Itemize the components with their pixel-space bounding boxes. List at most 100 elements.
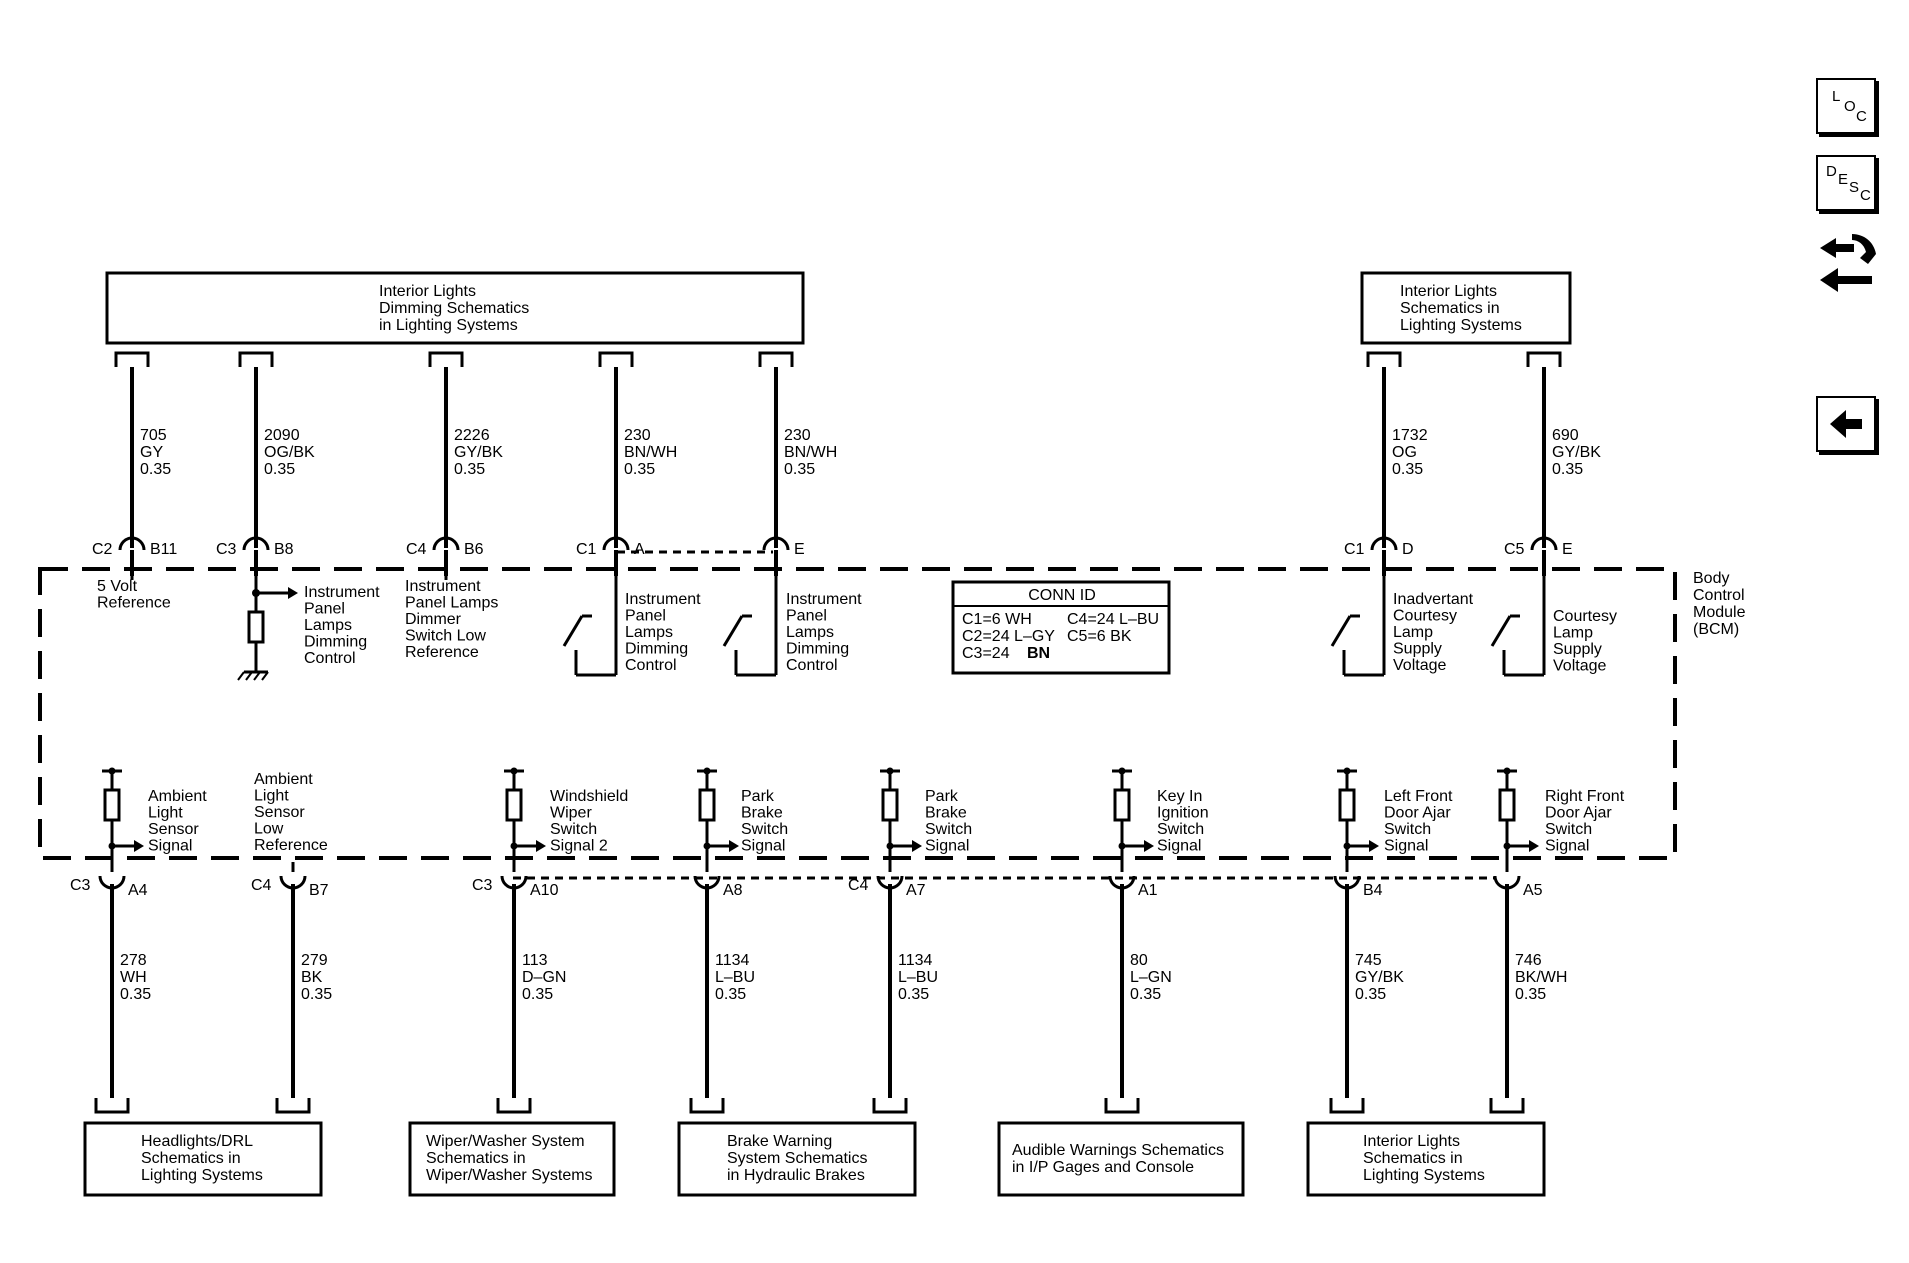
top-terminal <box>238 351 274 367</box>
bottom-internal-label: Signal <box>925 838 969 855</box>
bottom-pin-id: B4 <box>1363 882 1383 899</box>
bottom-pin-id: A8 <box>723 882 743 899</box>
bottom-box-label: Schematics in <box>1363 1150 1463 1167</box>
top-pin-id: E <box>794 541 805 558</box>
bottom-reference-box <box>408 1121 616 1197</box>
bottom-wire-circuit: 278 <box>120 952 147 969</box>
top-internal-label: Supply <box>1393 641 1442 658</box>
top-box-label: Interior Lights <box>379 283 476 300</box>
bottom-terminal <box>94 1098 130 1114</box>
bottom-wire-color: GY/BK <box>1355 969 1404 986</box>
bottom-box-label: Brake Warning <box>727 1133 832 1150</box>
desc-button[interactable]: D E S C <box>1816 155 1876 211</box>
top-connector-id: C1 <box>576 541 597 558</box>
top-internal-label: Lamps <box>786 624 834 641</box>
top-terminal <box>1366 351 1402 367</box>
top-wire-color: GY <box>140 444 163 461</box>
loc-button[interactable]: L O C <box>1816 78 1876 134</box>
bottom-reference-box <box>83 1121 323 1197</box>
top-pin-connector <box>1370 536 1398 551</box>
bottom-internal-label: Switch <box>550 821 597 838</box>
top-pin-connector <box>118 536 146 551</box>
top-pin-connector <box>242 536 270 551</box>
loc-letter-3: C <box>1856 108 1867 125</box>
bottom-wire-gauge: 0.35 <box>522 986 553 1003</box>
back-arrow-icon <box>1830 410 1862 438</box>
bottom-internal-label: Low <box>254 821 284 838</box>
pullup-resistor <box>698 788 716 822</box>
ground-hatch <box>237 671 245 681</box>
desc-letter-4: C <box>1860 187 1871 204</box>
top-wire-color: GY/BK <box>1552 444 1601 461</box>
input-arrow-head <box>1144 840 1154 852</box>
top-internal-label: 5 Volt <box>97 578 138 595</box>
top-pin-id: A <box>634 541 645 558</box>
conn-id-entry: C5=6 BK <box>1067 628 1132 645</box>
bottom-pin-id: B7 <box>309 882 329 899</box>
top-connector-id: C4 <box>406 541 427 558</box>
top-internal-label: Courtesy <box>1553 608 1617 625</box>
top-internal-label: Panel <box>304 601 345 618</box>
bottom-pin-id: A10 <box>530 882 559 899</box>
top-wire-gauge: 0.35 <box>454 461 485 478</box>
top-internal-label: Reference <box>97 595 171 612</box>
back-button[interactable] <box>1816 396 1876 452</box>
bcm-module-label: Module <box>1693 604 1746 621</box>
bottom-box-label: Audible Warnings Schematics <box>1012 1142 1224 1159</box>
wrench-arrows-icon[interactable] <box>1814 228 1880 300</box>
top-wire-circuit: 705 <box>140 427 167 444</box>
top-connector-id: C2 <box>92 541 113 558</box>
bottom-internal-label: Signal <box>1384 838 1428 855</box>
top-box-label: Lighting Systems <box>1400 317 1522 334</box>
top-internal-label: Voltage <box>1393 657 1446 674</box>
conn-id-entry: C4=24 L–BU <box>1067 611 1159 628</box>
bottom-internal-label: Signal <box>1545 838 1589 855</box>
top-pin-id: D <box>1402 541 1414 558</box>
top-wire-color: BN/WH <box>624 444 677 461</box>
bottom-internal-label: Switch <box>1157 821 1204 838</box>
top-internal-label: Dimming <box>304 634 367 651</box>
bottom-box-label: in I/P Gages and Console <box>1012 1159 1194 1176</box>
top-internal-label: Panel Lamps <box>405 595 498 612</box>
bottom-reference-box <box>1306 1121 1546 1197</box>
bottom-pin-id: A4 <box>128 882 148 899</box>
top-pin-connector <box>762 536 790 551</box>
input-arrow-head <box>536 840 546 852</box>
conn-id-title: CONN ID <box>1028 587 1096 604</box>
bottom-pin-id: A5 <box>1523 882 1543 899</box>
top-wire-gauge: 0.35 <box>624 461 655 478</box>
top-pin-id: B8 <box>274 541 294 558</box>
top-internal-label: Inadvertant <box>1393 591 1474 608</box>
desc-letter-3: S <box>1849 179 1860 196</box>
top-wire-color: BN/WH <box>784 444 837 461</box>
top-pin-connector <box>432 536 460 551</box>
top-wire-color: OG/BK <box>264 444 315 461</box>
conn-id-entry: C2=24 L–GY <box>962 628 1055 645</box>
bottom-box-label: Schematics in <box>426 1150 526 1167</box>
bottom-internal-label: Reference <box>254 837 328 854</box>
top-pin-id: E <box>1562 541 1573 558</box>
bottom-terminal <box>1329 1098 1365 1114</box>
top-internal-label: Lamp <box>1393 624 1433 641</box>
top-wire-circuit: 2226 <box>454 427 490 444</box>
top-reference-box <box>105 271 805 345</box>
top-wire-circuit: 2090 <box>264 427 300 444</box>
bottom-connector-id: C4 <box>848 877 869 894</box>
ground-hatch <box>261 671 269 681</box>
top-internal-label: Panel <box>786 608 827 625</box>
top-terminal <box>758 351 794 367</box>
bottom-wire-color: L–BU <box>898 969 938 986</box>
bottom-terminal <box>1104 1098 1140 1114</box>
bottom-internal-label: Park <box>741 788 775 805</box>
bcm-module-label: (BCM) <box>1693 621 1739 638</box>
bottom-internal-label: Ambient <box>148 788 207 805</box>
desc-letter-2: E <box>1838 171 1849 188</box>
conn-id-box <box>951 580 1171 675</box>
conn-id-entry: C1=6 WH <box>962 611 1032 628</box>
switch-contact <box>562 615 584 647</box>
top-terminal <box>114 351 150 367</box>
bottom-wire-gauge: 0.35 <box>301 986 332 1003</box>
top-pin-id: B11 <box>150 541 177 558</box>
top-internal-label: Instrument <box>625 591 701 608</box>
bottom-wire-color: BK <box>301 969 323 986</box>
